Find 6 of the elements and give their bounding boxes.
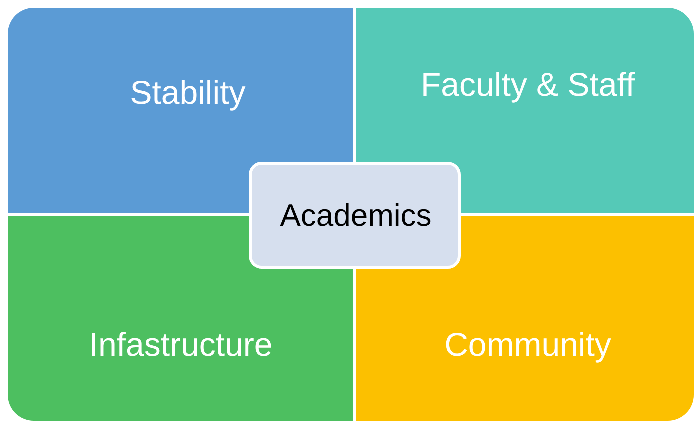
panel-label: Academics: [280, 198, 432, 234]
panel-label: Community: [444, 326, 612, 364]
panel-label: Faculty & Staff: [421, 66, 635, 104]
center-box: [249, 162, 461, 269]
panel-label: Stability: [130, 74, 246, 112]
panel-label: Infastructure: [89, 326, 273, 364]
